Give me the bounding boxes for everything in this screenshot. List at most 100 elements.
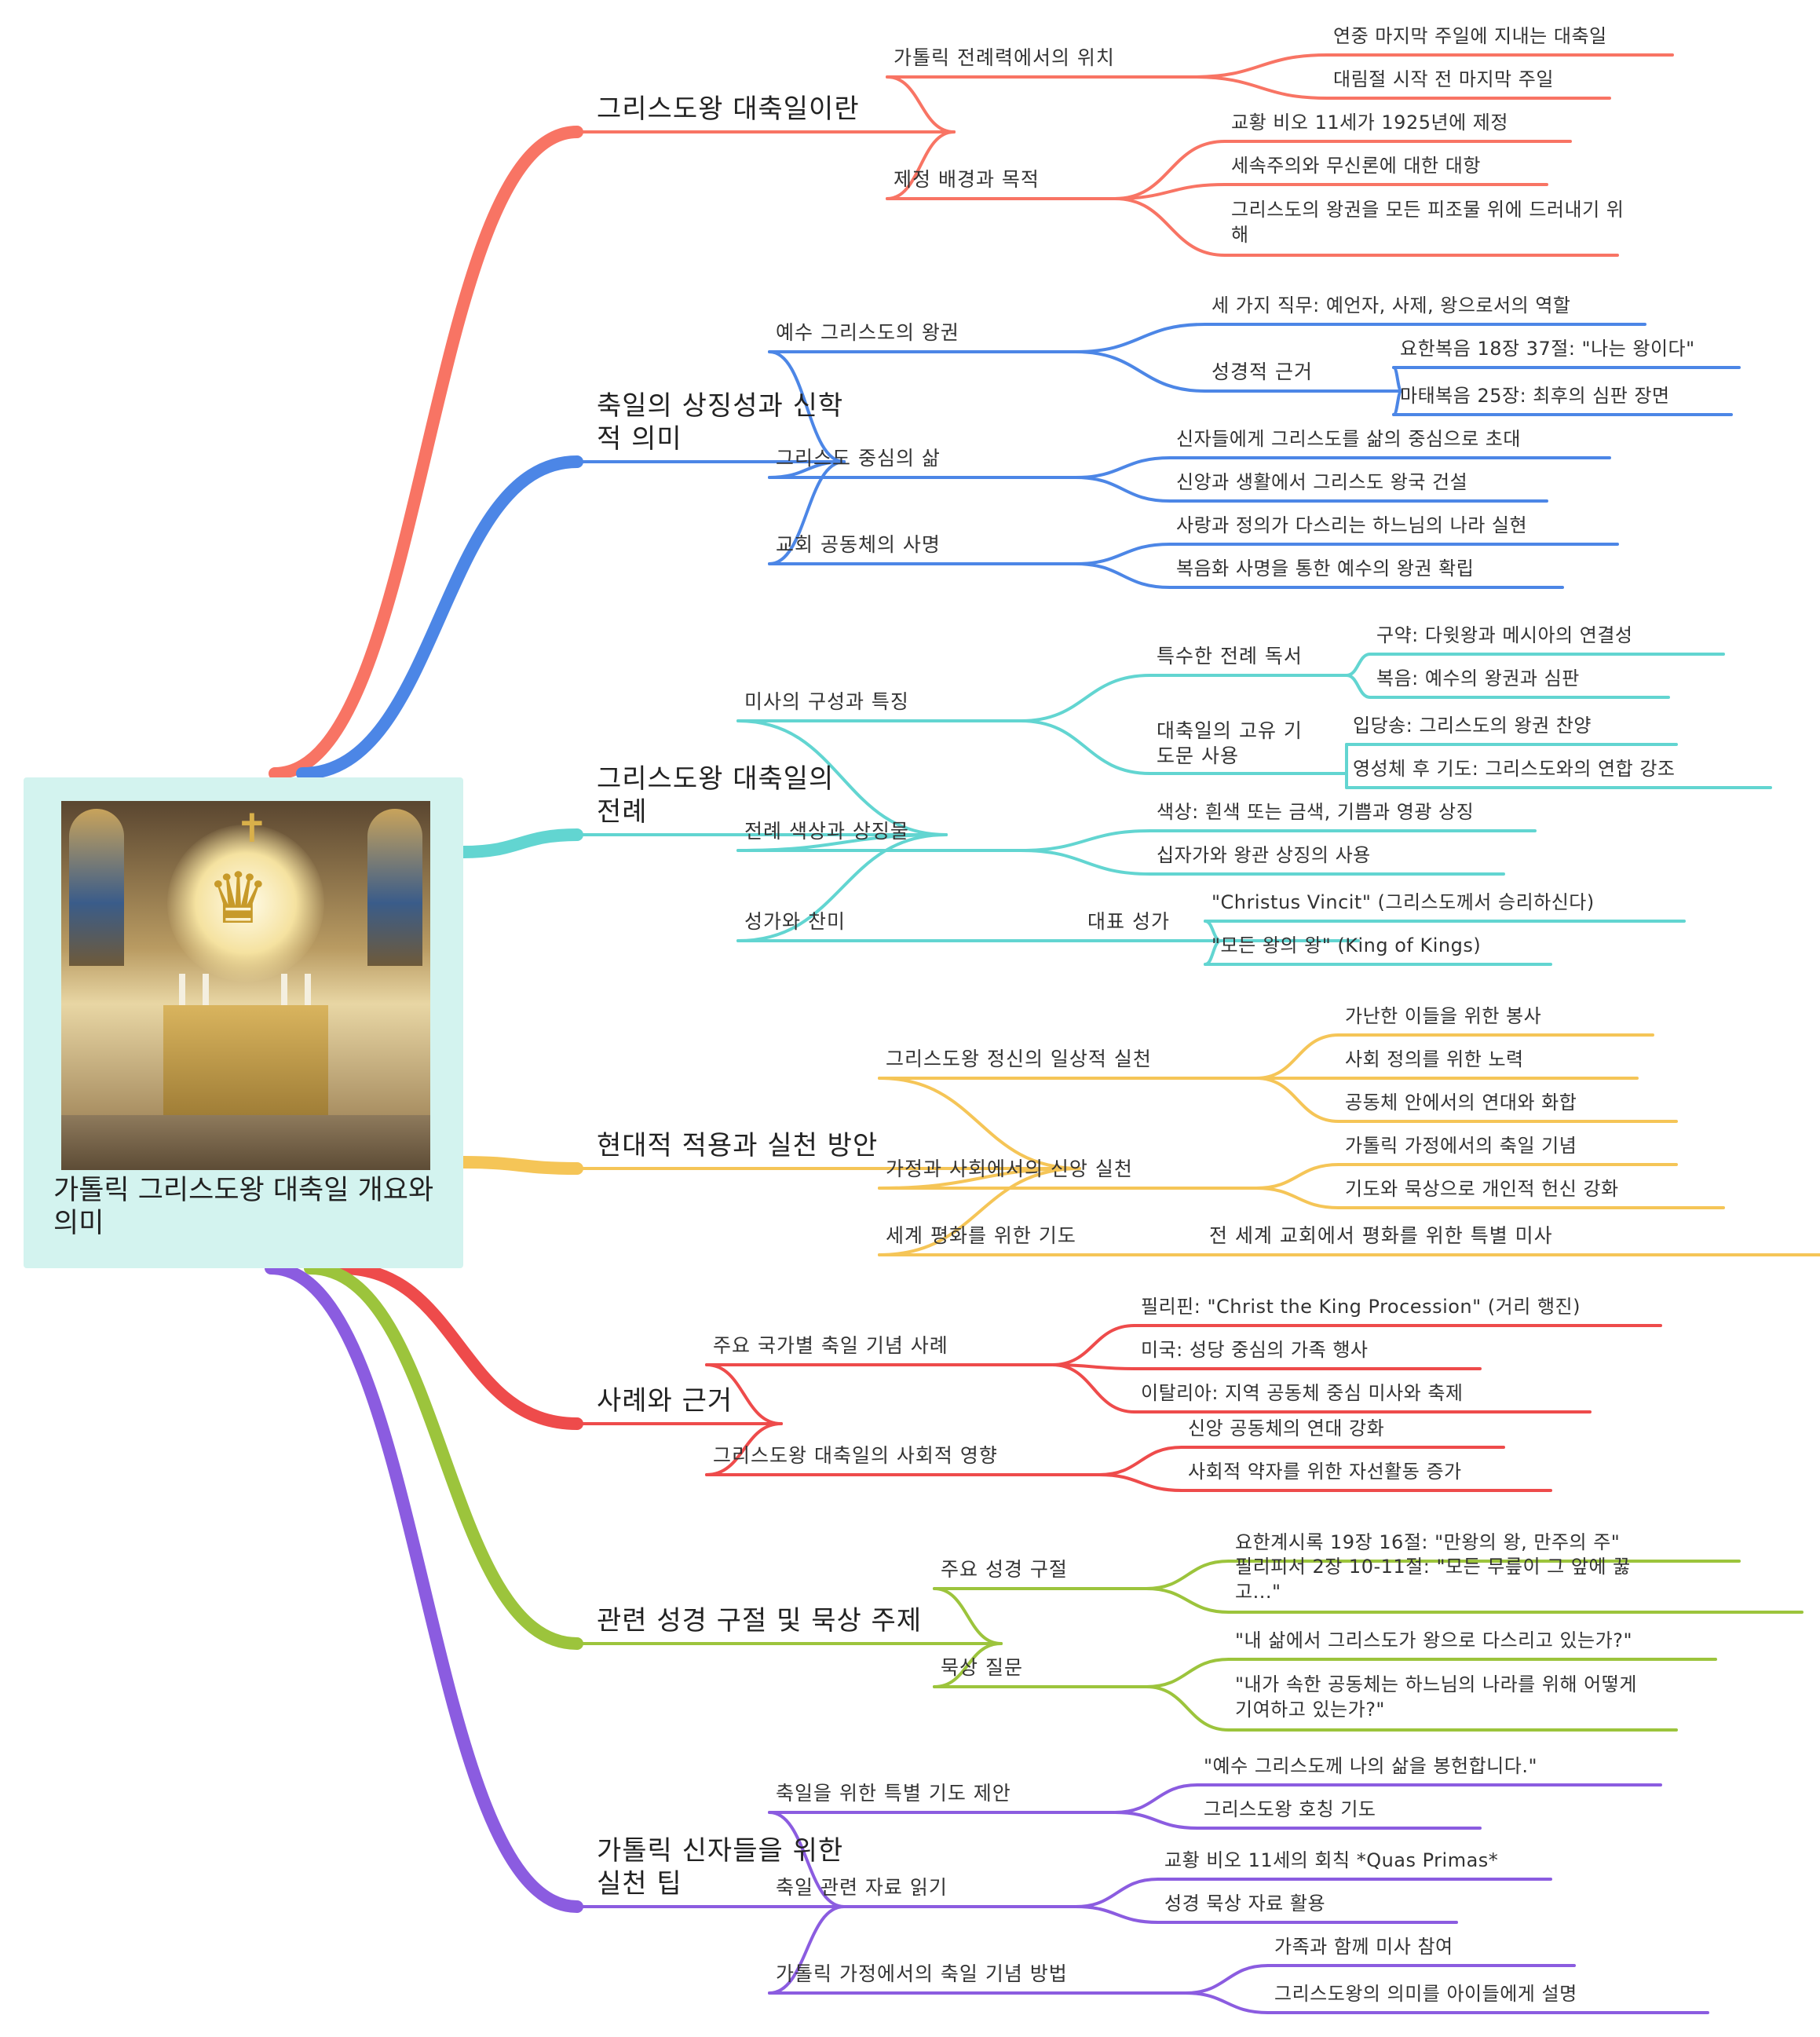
branch-3-child-2-connector [878,1167,1081,1256]
branch-2-child-0-sub-0[interactable]: 특수한 전례 독서 [1157,645,1303,667]
branch-0-child-1-leaf-0[interactable]: 교황 비오 11세가 1925년에 제정 [1231,112,1508,133]
branch-4-child-0-leaf-1[interactable]: 미국: 성당 중심의 가족 행사 [1141,1339,1369,1361]
branch-2-child-1-leaf-1-connector [1019,849,1152,876]
branch-1-child-0-sub-leaf-0[interactable]: 요한복음 18장 37절: "나는 왕이다" [1400,338,1695,360]
branch-6-child-2-leaf-1[interactable]: 그리스도왕의 의미를 아이들에게 설명 [1274,1983,1577,2005]
branch-3-child-2[interactable]: 세계 평화를 위한 기도 [886,1224,1076,1247]
branch-6-child-1-leaf-0[interactable]: 교황 비오 11세의 회칙 *Quas Primas* [1164,1849,1499,1871]
branch-2-child-0-sub-0-leaf-1[interactable]: 복음: 예수의 왕권과 심판 [1376,667,1580,689]
branch-0-child-1[interactable]: 제정 배경과 목적 [894,168,1040,191]
branch-1-child-0[interactable]: 예수 그리스도의 왕권 [776,321,959,344]
branch-0-child-1-leaf-1[interactable]: 세속주의와 무신론에 대한 대항 [1231,155,1481,177]
branch-1-child-2-leaf-0[interactable]: 사랑과 정의가 다스리는 하느님의 나라 실현 [1176,514,1528,536]
branch-0-child-0[interactable]: 가톨릭 전례력에서의 위치 [894,46,1115,69]
branch-2-child-2-sub[interactable]: 대표 성가 [1087,910,1170,933]
branch-5-child-1-leaf-1-connector [1145,1685,1230,1732]
branch-2-child-1-leaf-1[interactable]: 십자가와 왕관 상징의 사용 [1157,844,1371,866]
branch-3-child-0-leaf-2[interactable]: 공동체 안에서의 연대와 화합 [1345,1092,1577,1114]
branch-5-child-1-leaf-1[interactable]: "내가 속한 공동체는 하느님의 나라를 위해 어떻게 기여하고 있는가?" [1235,1673,1637,1721]
branch-2-child-2-sub-leaf-0[interactable]: "Christus Vincit" (그리스도께서 승리하신다) [1212,891,1595,913]
branch-4-child-1-leaf-0[interactable]: 신앙 공동체의 연대 강화 [1188,1417,1385,1439]
branch-title-5[interactable]: 관련 성경 구절 및 묵상 주제 [597,1605,923,1637]
branch-5-child-1-leaf-0-connector [1145,1658,1230,1688]
branch-2-child-0[interactable]: 미사의 구성과 특징 [744,690,909,713]
branch-2-child-0-sub-0-leaf-0-connector [1345,653,1372,677]
branch-2-child-0-sub-0-connector [1019,674,1152,722]
branch-3-child-0-leaf-2-connector [1255,1077,1340,1123]
branch-1-child-2-connector [768,460,846,565]
branch-title-4[interactable]: 사례와 근거 [597,1385,733,1417]
branch-4-child-0[interactable]: 주요 국가별 축일 기념 사례 [713,1334,948,1357]
branch-1-child-1[interactable]: 그리스도 중심의 삶 [776,447,941,470]
branch-3-child-1-leaf-0-connector [1255,1163,1340,1190]
branch-2-child-0-sub-1-leaf-0[interactable]: 입당송: 그리스도의 왕권 찬양 [1353,715,1592,737]
branch-3-child-0-leaf-0[interactable]: 가난한 이들을 위한 봉사 [1345,1005,1542,1027]
branch-6-child-0-leaf-0[interactable]: "예수 그리스도께 나의 삶을 봉헌합니다." [1204,1755,1538,1777]
root-image: ✝ ♛ [61,801,430,1170]
branch-4 [335,1262,583,1430]
branch-5-child-0[interactable]: 주요 성경 구절 [941,1558,1068,1581]
branch-title-1[interactable]: 축일의 상징성과 신학적 의미 [597,390,844,455]
branch-5-child-1-leaf-0[interactable]: "내 삶에서 그리스도가 왕으로 다스리고 있는가?" [1235,1629,1632,1651]
branch-6-child-2-leaf-0[interactable]: 가족과 함께 미사 참여 [1274,1936,1453,1958]
branch-5-child-1[interactable]: 묵상 질문 [941,1656,1023,1679]
branch-1-child-2-leaf-1[interactable]: 복음화 사명을 통한 예수의 왕권 확립 [1176,558,1475,580]
branch-0-child-1-leaf-2[interactable]: 그리스도의 왕권을 모든 피조물 위에 드러내기 위해 [1231,199,1624,246]
branch-1-child-0-sub-leaf-1[interactable]: 마태복음 25장: 최후의 심판 장면 [1400,385,1670,407]
branch-3-child-1-leaf-1[interactable]: 기도와 묵상으로 개인적 헌신 강화 [1345,1178,1619,1200]
branch-4-child-0-leaf-0[interactable]: 필리핀: "Christ the King Procession" (거리 행진… [1141,1296,1581,1318]
branch-1-child-0-sub[interactable]: 성경적 근거 [1212,360,1313,383]
branch-4-child-1[interactable]: 그리스도왕 대축일의 사회적 영향 [713,1444,998,1467]
branch-5-child-0-leaf-1[interactable]: 필리피서 2장 10-11절: "모든 무릎이 그 앞에 꿇고..." [1235,1556,1631,1603]
branch-title-3[interactable]: 현대적 적용과 실천 방안 [597,1130,879,1161]
branch-1-child-1-leaf-0[interactable]: 신자들에게 그리스도를 삶의 중심으로 초대 [1176,428,1521,450]
branch-title-0[interactable]: 그리스도왕 대축일이란 [597,93,860,125]
branch-0-child-0-leaf-0[interactable]: 연중 마지막 주일에 지내는 대축일 [1333,25,1607,47]
branch-3-child-0[interactable]: 그리스도왕 정신의 일상적 실천 [886,1048,1152,1070]
branch-0-child-0-leaf-1-connector [1192,75,1328,100]
branch-6-child-2[interactable]: 가톨릭 가정에서의 축일 기념 방법 [776,1962,1068,1985]
branch-0-child-1-connector [886,130,956,200]
branch-0-child-0-connector [886,75,956,133]
branch-6-child-0-leaf-0-connector [1113,1783,1199,1814]
branch-1-child-0-leaf-0[interactable]: 세 가지 직무: 예언자, 사제, 왕으로서의 역할 [1212,294,1571,316]
branch-3-child-0-leaf-1[interactable]: 사회 정의를 위한 노력 [1345,1048,1524,1070]
branch-0-child-1-leaf-0-connector [1113,140,1226,200]
branch-2-child-0-sub-1-leaf-1[interactable]: 영성체 후 기도: 그리스도와의 연합 강조 [1353,758,1676,780]
branch-3-child-1[interactable]: 가정과 사회에서의 신앙 실천 [886,1157,1133,1180]
branch-2-child-0-sub-0-leaf-1-connector [1345,674,1372,699]
branch-5 [304,1262,583,1650]
branch-6-child-2-leaf-1-connector [1184,1991,1270,2014]
branch-2-child-0-sub-1[interactable]: 대축일의 고유 기도문 사용 [1157,719,1303,767]
branch-1-child-0-sub-connector [1074,350,1207,393]
branch-3-child-1-leaf-0[interactable]: 가톨릭 가정에서의 축일 기념 [1345,1135,1577,1157]
branch-1-child-2-leaf-0-connector [1074,543,1171,565]
branch-title-2[interactable]: 그리스도왕 대축일의 전례 [597,763,835,828]
branch-6-child-2-leaf-0-connector [1184,1964,1270,1995]
branch-4-child-0-leaf-0-connector [1051,1324,1136,1366]
branch-title-6[interactable]: 가톨릭 신자들을 위한 실천 팁 [597,1835,844,1900]
branch-2-child-0-sub-0-leaf-0[interactable]: 구약: 다윗왕과 메시아의 연결성 [1376,624,1633,646]
branch-2-child-2[interactable]: 성가와 찬미 [744,910,846,933]
branch-6-child-1[interactable]: 축일 관련 자료 읽기 [776,1876,948,1899]
branch-1-child-1-leaf-1[interactable]: 신앙과 생활에서 그리스도 왕국 건설 [1176,471,1468,493]
branch-5-child-1-connector [933,1642,1003,1688]
branch-1-child-1-leaf-1-connector [1074,476,1171,503]
branch-2-child-1-leaf-0[interactable]: 색상: 흰색 또는 금색, 기쁨과 영광 상징 [1157,801,1475,823]
branch-2 [457,828,583,858]
branch-5-child-0-leaf-0-connector [1145,1560,1230,1590]
branch-6-child-0[interactable]: 축일을 위한 특별 기도 제안 [776,1782,1011,1805]
branch-0-child-0-leaf-0-connector [1192,53,1328,79]
branch-4-child-1-leaf-1[interactable]: 사회적 약자를 위한 자선활동 증가 [1188,1461,1462,1483]
branch-2-child-1[interactable]: 전례 색상과 상징물 [744,820,909,843]
branch-0-child-0-leaf-1[interactable]: 대림절 시작 전 마지막 주일 [1333,68,1554,90]
branch-0-child-1-leaf-2-connector [1113,197,1226,257]
branch-6-child-1-leaf-1[interactable]: 성경 묵상 자료 활용 [1164,1893,1326,1914]
branch-6-child-0-leaf-1[interactable]: 그리스도왕 호칭 기도 [1204,1798,1376,1820]
branch-1-child-2[interactable]: 교회 공동체의 사명 [776,533,941,556]
branch-2-child-2-sub-leaf-1[interactable]: "모든 왕의 왕" (King of Kings) [1212,934,1482,956]
branch-3-child-2-leaf-0[interactable]: 전 세계 교회에서 평화를 위한 특별 미사 [1209,1224,1553,1247]
branch-4-child-0-leaf-2[interactable]: 이탈리아: 지역 공동체 중심 미사와 축제 [1141,1382,1464,1404]
branch-5-child-0-leaf-0[interactable]: 요한계시록 19장 16절: "만왕의 왕, 만주의 주" [1235,1531,1621,1553]
